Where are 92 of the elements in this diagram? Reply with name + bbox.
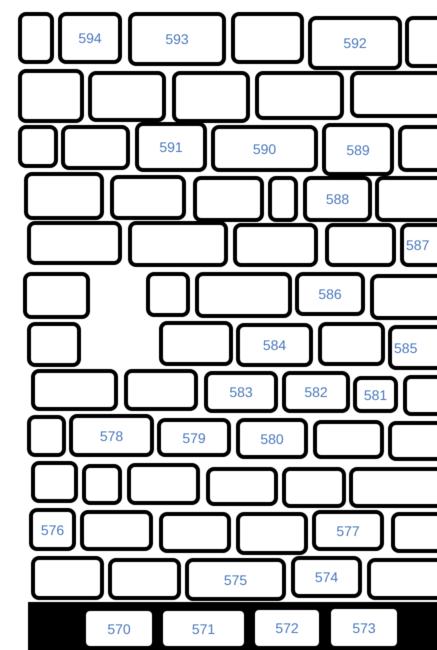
brick — [350, 71, 437, 118]
brick-number: 594 — [78, 31, 102, 45]
brick-number: 581 — [364, 388, 388, 402]
brick — [135, 122, 207, 172]
brick-number: 579 — [182, 430, 206, 444]
brick-number: 574 — [314, 570, 338, 584]
brick — [110, 175, 186, 220]
brick — [31, 461, 78, 503]
brick — [157, 418, 231, 457]
brick — [146, 272, 190, 317]
brick — [375, 176, 437, 222]
brick-number: 588 — [326, 192, 350, 206]
brick — [61, 125, 130, 170]
brick-number: 576 — [40, 522, 64, 536]
brick-number: 593 — [165, 32, 189, 46]
brick — [124, 369, 198, 411]
brick-number: 572 — [275, 621, 299, 635]
brick — [295, 272, 365, 316]
brick — [400, 223, 437, 267]
brick — [282, 371, 350, 413]
brick — [312, 510, 384, 551]
brick — [236, 512, 308, 555]
brick-number: 582 — [304, 385, 328, 399]
brick — [31, 556, 104, 600]
brick — [18, 69, 84, 123]
brick-number: 592 — [343, 36, 367, 50]
brick — [370, 274, 437, 320]
brick — [398, 125, 437, 172]
brick — [128, 221, 228, 267]
brick — [88, 71, 166, 122]
brick — [211, 125, 318, 172]
brick — [206, 467, 278, 506]
brick-number: 587 — [406, 238, 430, 252]
brick-number: 580 — [260, 432, 284, 446]
brick — [349, 467, 437, 508]
brick — [159, 512, 231, 553]
brick-number: 591 — [159, 140, 183, 154]
brick — [31, 369, 118, 411]
brick — [391, 512, 437, 553]
brick-number: 578 — [100, 428, 124, 442]
brick — [236, 323, 313, 367]
brick — [233, 223, 318, 267]
brick — [236, 418, 308, 459]
brick — [388, 325, 437, 370]
brick — [27, 415, 66, 457]
brick — [367, 558, 437, 600]
brick-number: 575 — [224, 572, 248, 586]
brick — [18, 125, 58, 168]
brick — [58, 12, 122, 64]
brick — [405, 16, 437, 68]
brick — [388, 421, 437, 461]
brick — [353, 376, 398, 413]
brick — [23, 272, 90, 319]
brick-number: 573 — [352, 620, 376, 634]
brick-number: 571 — [192, 622, 216, 636]
brick — [82, 464, 122, 505]
brick — [159, 321, 233, 366]
brick-number: 590 — [252, 142, 276, 156]
brick — [27, 322, 81, 367]
brick — [291, 556, 362, 598]
brick — [172, 71, 250, 123]
brick — [69, 414, 154, 457]
brick — [303, 176, 372, 222]
brick — [24, 172, 104, 220]
brick — [193, 176, 264, 222]
brick — [27, 221, 122, 265]
brick — [322, 123, 394, 176]
brick — [255, 71, 344, 120]
brick — [204, 371, 278, 413]
brick-number: 577 — [336, 524, 360, 538]
brick — [127, 463, 200, 505]
brick — [195, 272, 292, 318]
brick — [29, 508, 76, 551]
brick — [108, 558, 181, 600]
brick — [308, 16, 402, 70]
brick — [325, 223, 396, 267]
brick-number: 584 — [262, 338, 286, 352]
brick — [318, 322, 385, 366]
brick-number: 570 — [107, 622, 131, 636]
brick — [313, 420, 384, 459]
brick — [185, 558, 286, 601]
brick — [80, 510, 153, 551]
brick — [282, 467, 346, 508]
brick-number: 585 — [394, 340, 418, 354]
brick — [268, 176, 298, 222]
brick — [231, 12, 304, 64]
brick-number: 586 — [318, 287, 342, 301]
brick-number: 589 — [346, 142, 370, 156]
brick — [128, 12, 226, 66]
brick-number: 583 — [229, 385, 253, 399]
brick — [18, 12, 54, 64]
brick — [403, 375, 437, 416]
